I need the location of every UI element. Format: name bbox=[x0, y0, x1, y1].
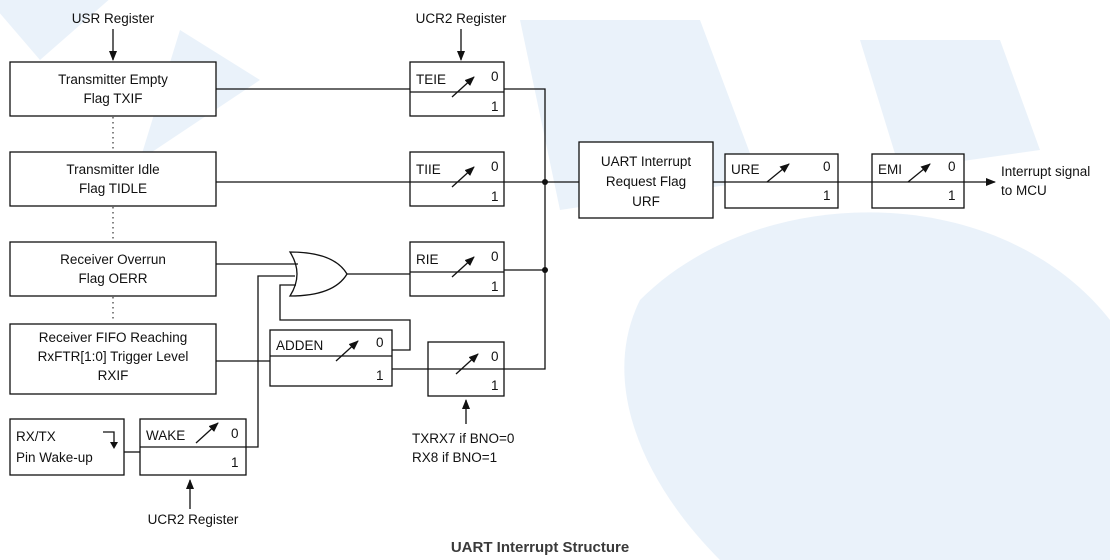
svg-text:EMI: EMI bbox=[878, 162, 902, 177]
svg-text:1: 1 bbox=[491, 378, 499, 393]
svg-text:1: 1 bbox=[376, 368, 384, 383]
wiring bbox=[124, 88, 996, 453]
switch-ure: URE 0 1 bbox=[724, 153, 839, 209]
svg-text:Flag TXIF: Flag TXIF bbox=[83, 91, 142, 106]
svg-text:1: 1 bbox=[491, 189, 499, 204]
rx8-label: RX8 if BNO=1 bbox=[412, 450, 497, 465]
or-gate bbox=[288, 251, 348, 297]
svg-text:RX/TX: RX/TX bbox=[16, 429, 56, 444]
svg-text:1: 1 bbox=[823, 188, 831, 203]
output-label-line1: Interrupt signal bbox=[1001, 164, 1090, 179]
svg-text:ADDEN: ADDEN bbox=[276, 338, 323, 353]
svg-text:0: 0 bbox=[491, 69, 499, 84]
ucr2-register-bottom-label: UCR2 Register bbox=[148, 512, 239, 527]
tx-empty-flag-box: Transmitter Empty Flag TXIF bbox=[9, 61, 217, 117]
falling-edge-icon bbox=[110, 442, 118, 449]
tx-idle-flag-box: Transmitter Idle Flag TIDLE bbox=[9, 151, 217, 207]
diagram-title: UART Interrupt Structure bbox=[451, 539, 629, 556]
svg-text:UART Interrupt: UART Interrupt bbox=[601, 154, 692, 169]
svg-text:TIIE: TIIE bbox=[416, 162, 441, 177]
svg-text:1: 1 bbox=[491, 99, 499, 114]
rx-overrun-flag-box: Receiver Overrun Flag OERR bbox=[9, 241, 217, 297]
svg-text:RxFTR[1:0] Trigger Level: RxFTR[1:0] Trigger Level bbox=[38, 349, 189, 364]
svg-text:0: 0 bbox=[231, 426, 239, 441]
pin-wakeup-box: RX/TX Pin Wake-up bbox=[9, 418, 125, 476]
rx-fifo-flag-box: Receiver FIFO Reaching RxFTR[1:0] Trigge… bbox=[9, 323, 217, 395]
svg-text:Pin Wake-up: Pin Wake-up bbox=[16, 450, 93, 465]
switch-teie: TEIE 0 1 bbox=[409, 61, 505, 117]
svg-text:Request Flag: Request Flag bbox=[606, 174, 686, 189]
svg-text:Receiver FIFO Reaching: Receiver FIFO Reaching bbox=[39, 330, 188, 345]
svg-text:0: 0 bbox=[376, 335, 384, 350]
svg-text:0: 0 bbox=[491, 249, 499, 264]
urf-box: UART Interrupt Request Flag URF bbox=[578, 141, 714, 219]
svg-text:1: 1 bbox=[948, 188, 956, 203]
switch-emi: EMI 0 1 bbox=[871, 153, 965, 209]
switch-tiie: TIIE 0 1 bbox=[409, 151, 505, 207]
svg-text:Flag OERR: Flag OERR bbox=[78, 271, 147, 286]
ucr2-register-top-label: UCR2 Register bbox=[416, 11, 507, 26]
switch-rie: RIE 0 1 bbox=[409, 241, 505, 297]
svg-text:1: 1 bbox=[491, 279, 499, 294]
svg-text:0: 0 bbox=[491, 159, 499, 174]
svg-text:WAKE: WAKE bbox=[146, 428, 185, 443]
txrx7-label: TXRX7 if BNO=0 bbox=[412, 431, 514, 446]
svg-text:URF: URF bbox=[632, 194, 660, 209]
svg-text:RIE: RIE bbox=[416, 252, 439, 267]
svg-text:URE: URE bbox=[731, 162, 760, 177]
switch-bno: 0 1 bbox=[427, 341, 505, 397]
svg-text:TEIE: TEIE bbox=[416, 72, 446, 87]
svg-text:0: 0 bbox=[823, 159, 831, 174]
svg-text:0: 0 bbox=[948, 159, 956, 174]
output-label-line2: to MCU bbox=[1001, 183, 1047, 198]
svg-text:0: 0 bbox=[491, 349, 499, 364]
svg-text:RXIF: RXIF bbox=[98, 368, 129, 383]
switch-wake: WAKE 0 1 bbox=[139, 418, 247, 476]
svg-text:Transmitter Empty: Transmitter Empty bbox=[58, 72, 168, 87]
svg-text:1: 1 bbox=[231, 455, 239, 470]
svg-text:Flag TIDLE: Flag TIDLE bbox=[79, 181, 147, 196]
svg-text:Receiver Overrun: Receiver Overrun bbox=[60, 252, 166, 267]
svg-text:Transmitter Idle: Transmitter Idle bbox=[66, 162, 159, 177]
usr-register-label: USR Register bbox=[72, 11, 155, 26]
switch-adden: ADDEN 0 1 bbox=[269, 329, 393, 387]
